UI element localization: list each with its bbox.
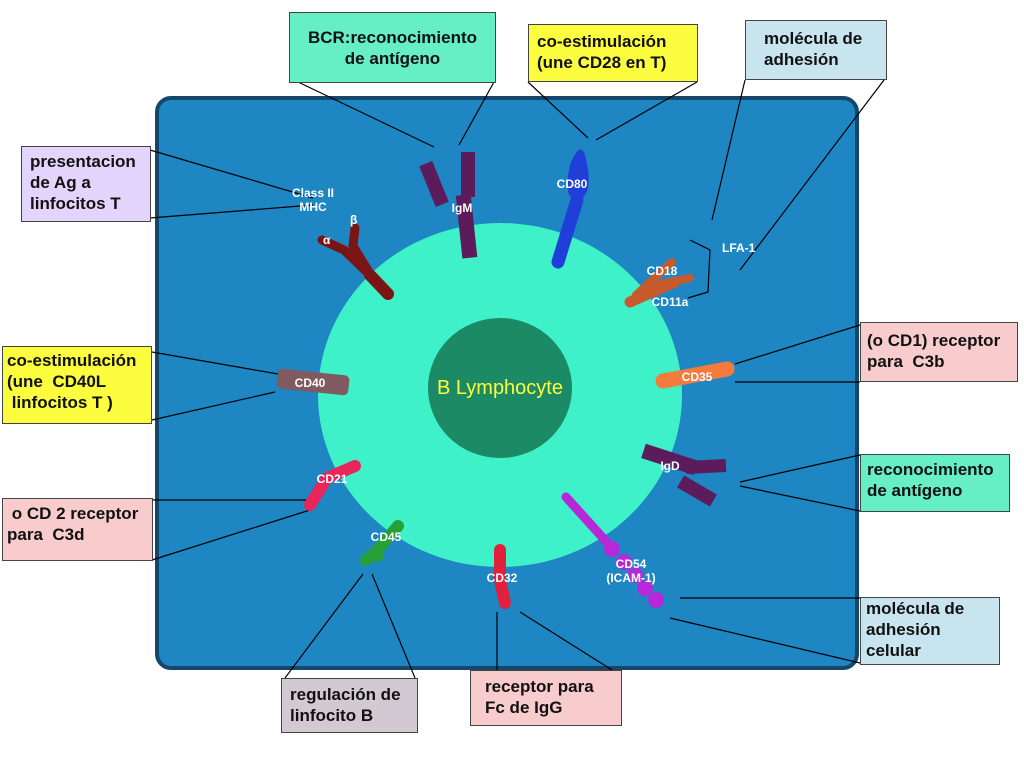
igd-label: IgD [660, 459, 680, 473]
cd40-molecule: CD40 [276, 368, 350, 396]
callout-cd35-receptor: (o CD1) receptor para C3b [860, 322, 1018, 382]
callout-bcr-line2: de antígeno [344, 49, 441, 68]
callout-costim-cd28: co-estimulación (une CD28 en T) [528, 24, 698, 82]
callout-cd45-line2: linfocito B [290, 706, 374, 725]
beta-label: β [350, 213, 357, 227]
callout-adhesion-cell-line1: molécula de [866, 599, 965, 618]
callout-class2-presentation: presentacion de Ag a linfocitos T [21, 146, 151, 222]
cd35-label: CD35 [682, 370, 713, 384]
cd45-molecule: CD45 [360, 520, 404, 566]
leader-lines [149, 79, 885, 679]
callout-adhesion-top-line2: adhesión [764, 50, 839, 69]
callout-costim-cd40-line1: co-estimulación [7, 351, 137, 370]
callout-adhesion-cell: molécula de adhesión celular [860, 597, 1000, 665]
callout-adhesion-cell-line2: adhesión [866, 620, 941, 639]
nucleus [428, 318, 572, 458]
cd32-label: CD32 [487, 571, 518, 585]
callout-cd32-line1: receptor para [485, 677, 594, 696]
callout-class2-line3: linfocitos T [30, 194, 121, 213]
callout-costim-cd40: co-estimulación (une CD40L linfocitos T … [2, 346, 152, 424]
igd-molecule: IgD [641, 443, 727, 507]
igm-label: IgM [452, 201, 473, 215]
cd45-label: CD45 [371, 530, 402, 544]
callout-costim-cd28-line1: co-estimulación [537, 32, 667, 51]
lfa1-molecule: CD18 CD11a LFA-1 [624, 241, 756, 309]
callout-cd32-line2: Fc de IgG [485, 698, 563, 717]
callout-costim-cd40-line2: (une CD40L [7, 372, 107, 391]
mhc-label: MHC [299, 200, 327, 214]
callout-cd21-line1: o CD 2 receptor [7, 504, 139, 523]
callout-cd21-line2: para C3d [7, 525, 85, 544]
lfa1-label: LFA-1 [722, 241, 756, 255]
cd21-label: CD21 [317, 472, 348, 486]
callout-adhesion-top-line1: molécula de [764, 29, 863, 48]
callout-adhesion-top: molécula de adhesión [745, 20, 887, 80]
callout-cd35-line1: (o CD1) receptor [867, 331, 1001, 350]
cd40-label: CD40 [295, 376, 326, 390]
cell-label: B Lymphocyte [437, 377, 563, 399]
callout-cd45-line1: regulación de [290, 685, 401, 704]
cd32-molecule: CD32 [487, 544, 518, 609]
cd21-molecule: CD21 [304, 460, 361, 511]
cd54-molecule: CD54 (ICAM-1) [561, 492, 664, 608]
callout-cd35-line2: para C3b [867, 352, 945, 371]
cd80-molecule: CD80 [551, 149, 589, 269]
igm-molecule: IgM [419, 152, 478, 259]
icam1-label: (ICAM-1) [606, 571, 655, 585]
callout-igd-line2: de antígeno [867, 481, 963, 500]
callout-bcr: BCR:reconocimiento de antígeno [289, 12, 496, 83]
callout-class2-line2: de Ag a [30, 173, 91, 192]
cd11a-label: CD11a [652, 295, 689, 309]
alpha-label: α [323, 233, 331, 247]
callout-cd21-receptor: o CD 2 receptor para C3d [2, 498, 153, 561]
callout-costim-cd28-line2: (une CD28 en T) [537, 53, 667, 72]
class-ii-mhc-molecule: Class II MHC α β [292, 186, 394, 300]
callout-igd-line1: reconocimiento [867, 460, 994, 479]
cd54-label: CD54 [616, 557, 647, 571]
cd35-molecule: CD35 [655, 361, 735, 389]
cd80-label: CD80 [557, 177, 588, 191]
callout-adhesion-cell-line3: celular [866, 641, 921, 660]
class-ii-label: Class II [292, 186, 334, 200]
callout-costim-cd40-line3: linfocitos T ) [7, 393, 113, 412]
callout-bcr-line1: BCR:reconocimiento [307, 28, 478, 47]
callout-class2-line1: presentacion [30, 152, 136, 171]
callout-igd-recognition: reconocimiento de antígeno [860, 454, 1010, 512]
cd18-label: CD18 [647, 264, 678, 278]
callout-cd45-regulation: regulación de linfocito B [281, 678, 418, 733]
callout-cd32-receptor: receptor para Fc de IgG [470, 670, 622, 726]
